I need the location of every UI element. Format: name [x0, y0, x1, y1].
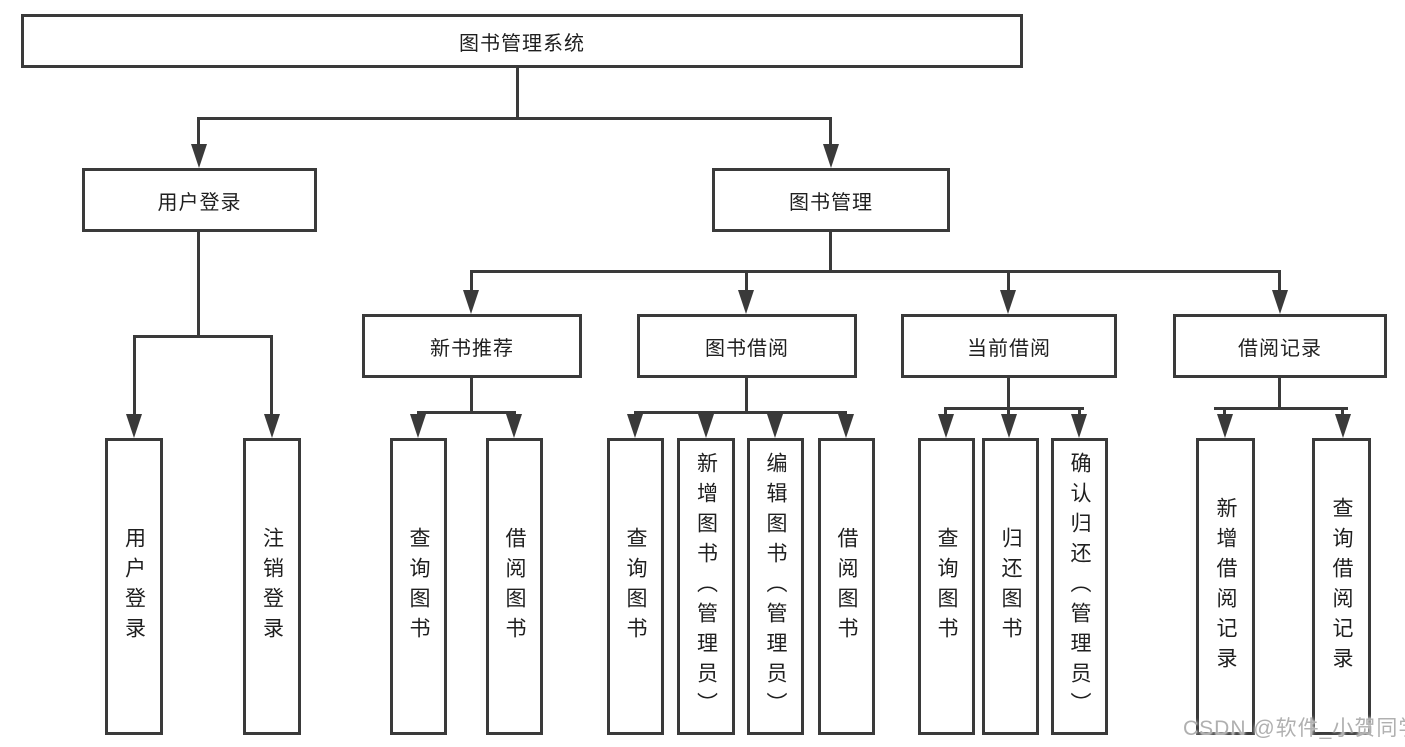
node-cb-query-books: 查询图书: [918, 438, 975, 735]
connector-drop: [1223, 407, 1226, 416]
node-new-book-recommendation: 新书推荐: [362, 314, 582, 378]
leaf-label: 确认归还（管理员）: [1068, 451, 1091, 722]
node-book-management: 图书管理: [712, 168, 950, 232]
leaf-label: 查询图书: [935, 526, 958, 647]
arrowhead-down-icon: [823, 144, 839, 168]
connector-root-bar: [197, 117, 832, 120]
arrowhead-down-icon: [1071, 414, 1087, 438]
connector-drop: [1007, 407, 1010, 416]
node-logout-leaf: 注销登录: [243, 438, 301, 735]
arrowhead-down-icon: [126, 414, 142, 438]
node-bb-edit-books-admin: 编辑图书（管理员）: [747, 438, 804, 735]
connector-drop: [1007, 270, 1010, 292]
leaf-label: 借阅图书: [503, 526, 526, 647]
arrowhead-down-icon: [264, 414, 280, 438]
node-bb-query-books: 查询图书: [607, 438, 664, 735]
arrowhead-down-icon: [698, 414, 714, 438]
connector-userlogin-stem: [197, 232, 200, 335]
node-current-borrowing: 当前借阅: [901, 314, 1117, 378]
arrowhead-down-icon: [463, 290, 479, 314]
connector-userlogin-bar: [133, 335, 273, 338]
node-book-borrowing: 图书借阅: [637, 314, 857, 378]
node-bb-add-books-admin: 新增图书（管理员）: [677, 438, 735, 735]
leaf-label: 归还图书: [999, 526, 1022, 647]
connector-drop: [470, 270, 473, 292]
arrowhead-down-icon: [838, 414, 854, 438]
leaf-label: 查询借阅记录: [1330, 496, 1353, 677]
arrowhead-down-icon: [1000, 290, 1016, 314]
connector-drop: [197, 117, 200, 146]
connector-drop: [1278, 270, 1281, 292]
node-br-query-record: 查询借阅记录: [1312, 438, 1371, 735]
connector-borrowing-stem: [745, 377, 748, 411]
leaf-label: 新增借阅记录: [1214, 496, 1237, 677]
node-bb-borrow-books: 借阅图书: [818, 438, 875, 735]
leaf-label: 用户登录: [122, 526, 146, 647]
arrowhead-down-icon: [506, 414, 522, 438]
connector-drop: [133, 335, 136, 416]
connector-drop: [745, 270, 748, 292]
node-br-add-record: 新增借阅记录: [1196, 438, 1255, 735]
node-user-login: 用户登录: [82, 168, 317, 232]
leaf-label: 注销登录: [260, 526, 284, 647]
connector-newbook-bar: [417, 411, 516, 414]
arrowhead-down-icon: [410, 414, 426, 438]
connector-drop: [944, 407, 947, 416]
arrowhead-down-icon: [938, 414, 954, 438]
node-library-management-system: 图书管理系统: [21, 14, 1023, 68]
connector-records-bar: [1214, 407, 1348, 410]
connector-bookmgmt-bar: [470, 270, 1281, 273]
connector-current-bar: [944, 407, 1084, 410]
arrowhead-down-icon: [1335, 414, 1351, 438]
connector-borrowing-bar: [634, 411, 847, 414]
leaf-label: 借阅图书: [835, 526, 858, 647]
node-nb-query-books: 查询图书: [390, 438, 447, 735]
node-cb-confirm-return-admin: 确认归还（管理员）: [1051, 438, 1108, 735]
node-user-login-leaf: 用户登录: [105, 438, 163, 735]
connector-current-stem: [1007, 377, 1010, 409]
node-cb-return-books: 归还图书: [982, 438, 1039, 735]
csdn-watermark: CSDN @软件_小贺同学: [1183, 717, 1405, 740]
connector-newbook-stem: [470, 377, 473, 411]
arrowhead-down-icon: [1217, 414, 1233, 438]
arrowhead-down-icon: [767, 414, 783, 438]
leaf-label: 编辑图书（管理员）: [764, 451, 787, 722]
connector-records-stem: [1278, 377, 1281, 409]
node-nb-borrow-books: 借阅图书: [486, 438, 543, 735]
connector-root-stem: [516, 68, 519, 117]
arrowhead-down-icon: [191, 144, 207, 168]
leaf-label: 查询图书: [624, 526, 647, 647]
leaf-label: 查询图书: [407, 526, 430, 647]
arrowhead-down-icon: [627, 414, 643, 438]
arrowhead-down-icon: [1272, 290, 1288, 314]
connector-drop: [829, 117, 832, 146]
arrowhead-down-icon: [738, 290, 754, 314]
arrowhead-down-icon: [1001, 414, 1017, 438]
connector-drop: [1341, 407, 1344, 416]
connector-drop: [1078, 407, 1081, 416]
connector-drop: [270, 335, 273, 416]
node-borrowing-records: 借阅记录: [1173, 314, 1387, 378]
connector-bookmgmt-stem: [829, 232, 832, 272]
leaf-label: 新增图书（管理员）: [694, 451, 718, 722]
